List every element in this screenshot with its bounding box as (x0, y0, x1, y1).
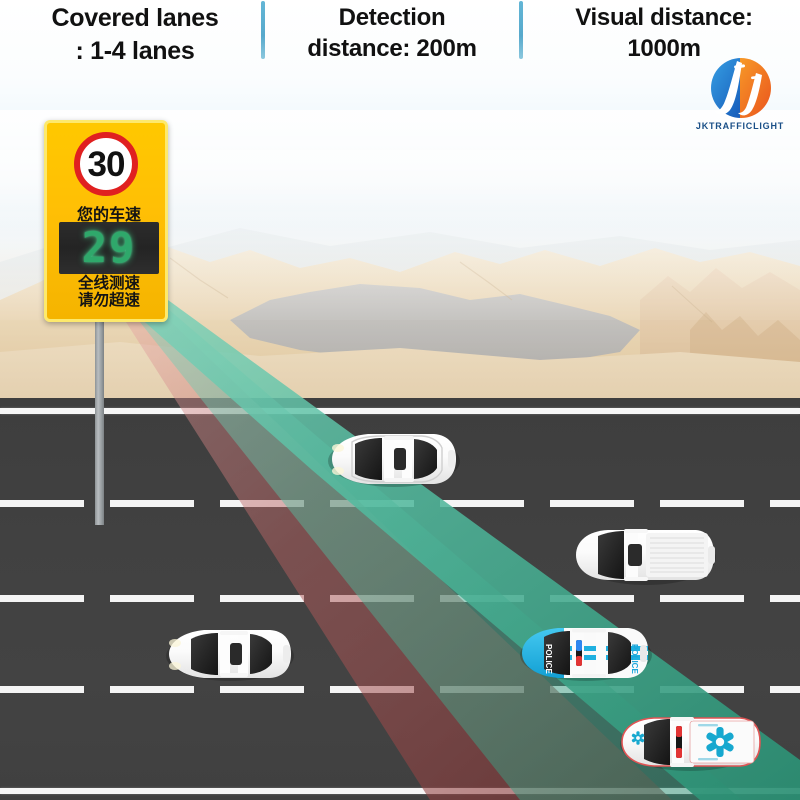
header-divider-2 (519, 1, 523, 59)
list-item (576, 529, 716, 585)
brand-wordmark: JKTRAFFICLIGHT (695, 121, 785, 131)
stat-covered-lanes: Covered lanes : 1-4 lanes (10, 2, 260, 67)
stat-visual-distance-line-1: Visual distance: (575, 4, 753, 31)
sign-footer-line-1: 全线测速 (77, 274, 140, 292)
brand-logo[interactable]: JKTRAFFICLIGHT (686, 57, 794, 143)
sign-pole (95, 320, 104, 525)
radar-speed-sign[interactable]: 30 您的车速 29 全线测速 请勿超速 (44, 120, 168, 525)
list-item (620, 717, 761, 771)
stat-visual-distance: Visual distance: 1000m (530, 2, 798, 64)
stat-detection-distance-line-2: distance: 200m (307, 35, 477, 63)
lane-divider-1 (0, 500, 800, 507)
stat-covered-lanes-line-2: : 1-4 lanes (75, 36, 195, 65)
list-item (166, 630, 294, 681)
lane-edge-line-bottom (0, 788, 800, 794)
svg-text:POLICE: POLICE (630, 644, 639, 674)
stat-covered-lanes-line-1: Covered lanes (51, 4, 219, 32)
police-label: POLICE (544, 644, 553, 674)
list-item (328, 434, 460, 487)
stat-visual-distance-line-2: 1000m (627, 35, 701, 63)
stat-detection-distance-line-1: Detection (338, 4, 446, 31)
speed-limit-roundel: 30 (74, 132, 138, 196)
list-item: POLICE POLICE (520, 628, 652, 681)
lane-divider-3 (0, 686, 800, 693)
speed-limit-value: 30 (87, 144, 126, 184)
led-speed-display: 29 (59, 222, 159, 274)
sign-board: 30 您的车速 29 全线测速 请勿超速 (44, 120, 168, 322)
sign-footer-text: 全线测速 请勿超速 (47, 274, 165, 310)
your-speed-label: 您的车速 (76, 205, 141, 224)
measured-speed-value: 29 (81, 223, 137, 272)
header-divider-1 (261, 1, 265, 59)
stat-detection-distance: Detection distance: 200m (272, 2, 512, 64)
sign-footer-line-2: 请勿超速 (77, 291, 140, 310)
lane-divider-2 (0, 595, 800, 602)
header-bar: Covered lanes : 1-4 lanes Detection dist… (0, 0, 800, 110)
jj-logo-icon (711, 58, 771, 118)
